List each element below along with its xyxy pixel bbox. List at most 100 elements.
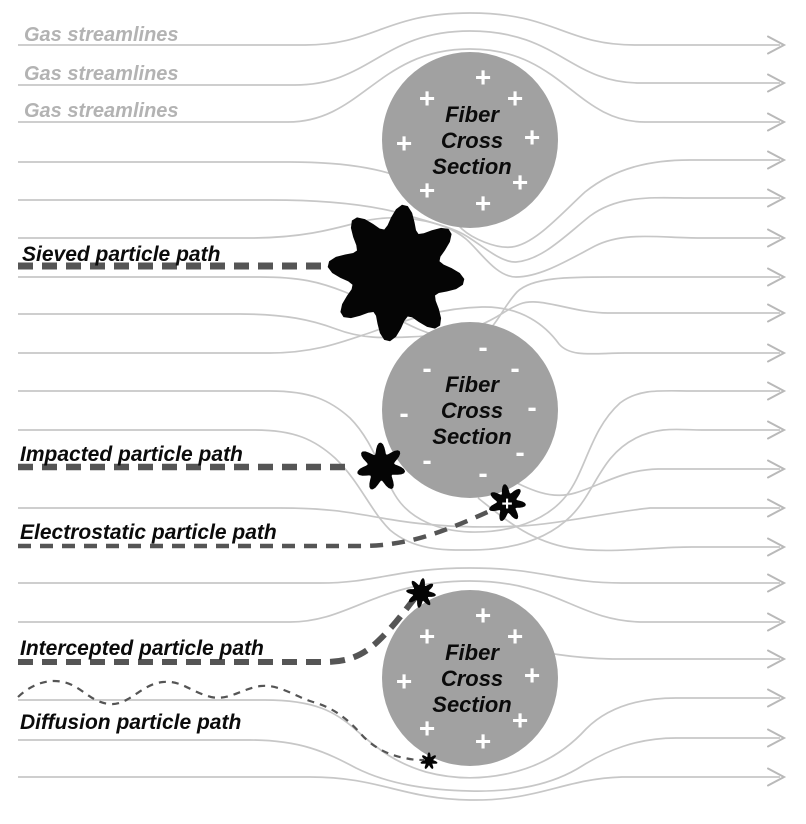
charge-symbol: - xyxy=(510,353,519,384)
diffusion-particle-path-line xyxy=(17,679,425,762)
charge-symbol: - xyxy=(515,437,524,468)
charge-symbol: - xyxy=(478,332,487,363)
gas-streamlines-label-2: Gas streamlines xyxy=(24,63,179,85)
charge-symbol: - xyxy=(422,353,431,384)
electrostatic-particle-path-line xyxy=(18,503,502,549)
flow-arrow-icon xyxy=(767,649,787,669)
middle-fiber-label: Fiber Cross Section xyxy=(432,372,511,449)
fiber-label-line: Section xyxy=(432,692,511,717)
gas-streamline xyxy=(18,428,780,551)
labels-layer: Gas streamlines Gas streamlines Gas stre… xyxy=(20,24,513,734)
fiber-circle xyxy=(382,590,558,766)
charge-symbol: + xyxy=(419,713,435,744)
fiber-label-line: Section xyxy=(432,154,511,179)
fiber-circle xyxy=(382,52,558,228)
charge-symbol: + xyxy=(512,167,528,198)
charge-symbol: + xyxy=(507,621,523,652)
flow-arrow-icon xyxy=(767,35,787,55)
gas-streamline xyxy=(18,697,780,779)
flow-arrow-icon xyxy=(767,459,787,479)
diffusion-path-label: Diffusion particle path xyxy=(20,711,241,734)
gas-streamlines-label-3: Gas streamlines xyxy=(24,100,179,122)
flow-arrow-icon xyxy=(767,73,787,93)
gas-streamline xyxy=(18,306,780,355)
flow-arrow-icon xyxy=(767,343,787,363)
gas-streamline xyxy=(494,468,780,497)
electrostatic-path-label: Electrostatic particle path xyxy=(20,521,277,544)
electrostatic-particle xyxy=(489,484,526,521)
middle-fiber-cross-section: -------- xyxy=(382,322,558,498)
gas-streamline xyxy=(18,30,780,86)
charge-symbol: + xyxy=(475,726,491,757)
flow-arrow-icon xyxy=(767,688,787,708)
fiber-label-line: Fiber xyxy=(445,372,500,397)
gas-streamline xyxy=(18,567,780,584)
charge-symbol: + xyxy=(419,175,435,206)
fiber-label-line: Cross xyxy=(441,128,503,153)
charge-symbol: - xyxy=(422,445,431,476)
charge-symbol: + xyxy=(512,705,528,736)
gas-streamline xyxy=(18,389,780,533)
charge-symbol: + xyxy=(524,122,540,153)
flow-arrow-icon xyxy=(767,228,787,248)
particle-paths-layer xyxy=(17,262,502,762)
impacted-particle xyxy=(357,442,406,490)
charge-symbol: + xyxy=(475,188,491,219)
charge-symbol: + xyxy=(419,83,435,114)
charge-symbol: - xyxy=(527,392,536,423)
gas-streamline xyxy=(18,217,780,278)
gas-streamline xyxy=(18,507,780,528)
fiber-label-line: Fiber xyxy=(445,640,500,665)
intercepted-particle-path-line xyxy=(18,593,420,665)
gas-streamlines-label-1: Gas streamlines xyxy=(24,24,179,46)
flow-arrow-icon xyxy=(767,381,787,401)
electrostatic-particle-charge-symbol: + xyxy=(501,494,512,515)
gas-streamline xyxy=(18,737,780,792)
particles-layer xyxy=(327,204,526,769)
gas-streamline xyxy=(18,196,780,263)
top-fiber-label: Fiber Cross Section xyxy=(432,102,511,179)
charge-symbol: + xyxy=(396,128,412,159)
impacted-path-label: Impacted particle path xyxy=(20,443,243,466)
fiber-label-line: Fiber xyxy=(445,102,500,127)
flow-arrow-icon xyxy=(767,573,787,593)
bottom-fiber-cross-section: ++++++++ xyxy=(382,590,558,766)
intercepted-particle xyxy=(406,578,436,608)
flow-arrow-icon xyxy=(767,728,787,748)
flow-arrow-icon xyxy=(767,612,787,632)
flow-arrow-icon xyxy=(767,267,787,287)
flow-arrow-icon xyxy=(767,420,787,440)
gas-streamline xyxy=(18,580,780,623)
charge-symbol: + xyxy=(524,660,540,691)
fiber-label-line: Section xyxy=(432,424,511,449)
fibers-layer: ++++++++--------++++++++ xyxy=(382,52,558,766)
sieved-path-label: Sieved particle path xyxy=(22,243,220,266)
flow-arrow-icon xyxy=(767,767,787,787)
flow-arrow-icon xyxy=(767,188,787,208)
charge-symbol: + xyxy=(419,621,435,652)
charge-symbol: + xyxy=(507,83,523,114)
fiber-label-line: Cross xyxy=(441,398,503,423)
flow-arrow-icon xyxy=(767,150,787,170)
sieved-particle xyxy=(327,204,465,342)
gas-streamline xyxy=(477,497,780,552)
flow-arrow-icon xyxy=(767,303,787,323)
charge-symbol: - xyxy=(478,458,487,489)
fiber-label-line: Cross xyxy=(441,666,503,691)
intercepted-path-label: Intercepted particle path xyxy=(20,637,264,660)
charge-symbol: + xyxy=(475,600,491,631)
gas-streamline xyxy=(18,776,780,801)
flow-arrow-icon xyxy=(767,537,787,557)
bottom-fiber-label: Fiber Cross Section xyxy=(432,640,511,717)
fiber-circle xyxy=(382,322,558,498)
charge-symbol: + xyxy=(396,666,412,697)
diffusion-particle xyxy=(420,752,438,769)
flow-arrow-icon xyxy=(767,498,787,518)
top-fiber-cross-section: ++++++++ xyxy=(382,52,558,228)
gas-streamline xyxy=(18,12,780,46)
gas-streamline xyxy=(18,48,780,123)
flow-arrow-icon xyxy=(767,112,787,132)
charge-symbol: + xyxy=(475,62,491,93)
